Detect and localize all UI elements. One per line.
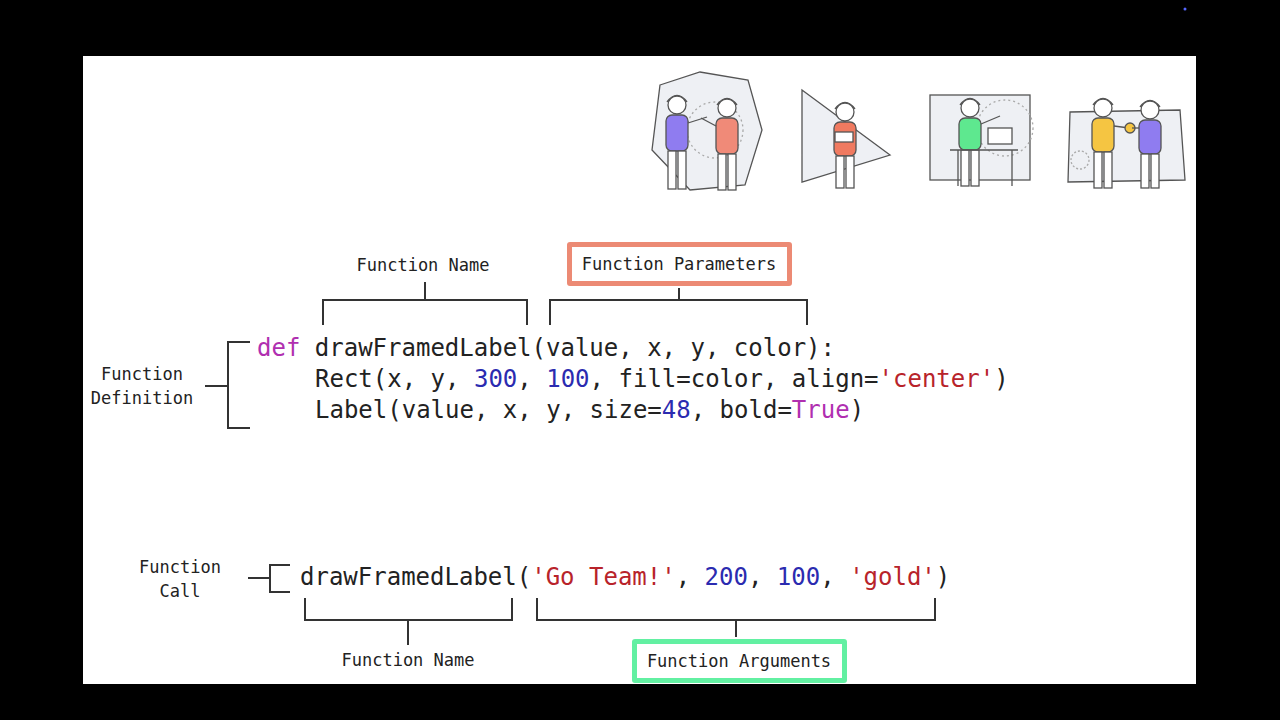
code-token: Rect(x, y, bbox=[315, 365, 474, 393]
person bbox=[834, 103, 856, 189]
code-token: 'center' bbox=[879, 365, 995, 393]
backdrop bbox=[1068, 110, 1185, 182]
brackets bbox=[205, 282, 935, 645]
backdrop bbox=[652, 72, 762, 190]
dotted-ring bbox=[977, 100, 1033, 156]
name-bracket bbox=[323, 282, 527, 325]
code-token: , bold= bbox=[691, 396, 792, 424]
code-token: ) bbox=[994, 365, 1008, 393]
part-label: Function Name bbox=[341, 650, 474, 670]
person bbox=[1092, 99, 1129, 189]
code-token: drawFramedLabel( bbox=[300, 563, 531, 591]
person bbox=[666, 96, 707, 190]
definition-bracket bbox=[205, 342, 250, 428]
desk bbox=[950, 150, 1018, 186]
code-token: , fill=color, align= bbox=[590, 365, 879, 393]
args-bracket bbox=[537, 598, 935, 637]
code-token: 100 bbox=[546, 365, 589, 393]
illustration bbox=[652, 72, 1185, 190]
code-line: Label(value, x, y, size=48, bold=True) bbox=[315, 396, 864, 424]
laptop bbox=[988, 128, 1012, 144]
arguments-box: Function Arguments bbox=[632, 639, 847, 683]
code-token: 100 bbox=[777, 563, 820, 591]
slide-panel bbox=[83, 56, 1196, 684]
part-label: Function Definition bbox=[86, 362, 198, 410]
code-line: def drawFramedLabel(value, x, y, color): bbox=[257, 334, 835, 362]
code-token: True bbox=[792, 396, 850, 424]
code-line: Rect(x, y, 300, 100, fill=color, align='… bbox=[315, 365, 1009, 393]
box-label: Function Parameters bbox=[582, 254, 776, 274]
code-token: 300 bbox=[474, 365, 517, 393]
code-line: drawFramedLabel('Go Team!', 200, 100, 'g… bbox=[300, 563, 950, 591]
dotted-ring bbox=[1071, 151, 1089, 169]
person bbox=[1132, 101, 1161, 189]
parameters-box: Function Parameters bbox=[567, 242, 792, 286]
code-token: drawFramedLabel(value, x, y, color): bbox=[300, 334, 835, 362]
code-token: 'gold' bbox=[849, 563, 936, 591]
person bbox=[701, 99, 738, 191]
code-token: ) bbox=[936, 563, 950, 591]
code-token: , bbox=[748, 563, 777, 591]
box-label: Function Arguments bbox=[647, 651, 831, 671]
code-token: , bbox=[517, 365, 546, 393]
code-token: 'Go Team!' bbox=[531, 563, 676, 591]
part-label: Function Call bbox=[130, 555, 230, 603]
code-token: def bbox=[257, 334, 300, 362]
code-token: 200 bbox=[705, 563, 748, 591]
call-bracket bbox=[248, 565, 290, 592]
laptop bbox=[835, 132, 853, 142]
dot bbox=[1184, 8, 1187, 11]
params-bracket bbox=[550, 288, 807, 325]
code-token: ) bbox=[850, 396, 864, 424]
code-token: Label(value, x, y, size= bbox=[315, 396, 662, 424]
code-token: 48 bbox=[662, 396, 691, 424]
name-bracket bbox=[305, 598, 512, 645]
code-token: , bbox=[676, 563, 705, 591]
part-label: Function Name bbox=[356, 255, 489, 275]
backdrop bbox=[930, 95, 1030, 180]
code-token: , bbox=[820, 563, 849, 591]
